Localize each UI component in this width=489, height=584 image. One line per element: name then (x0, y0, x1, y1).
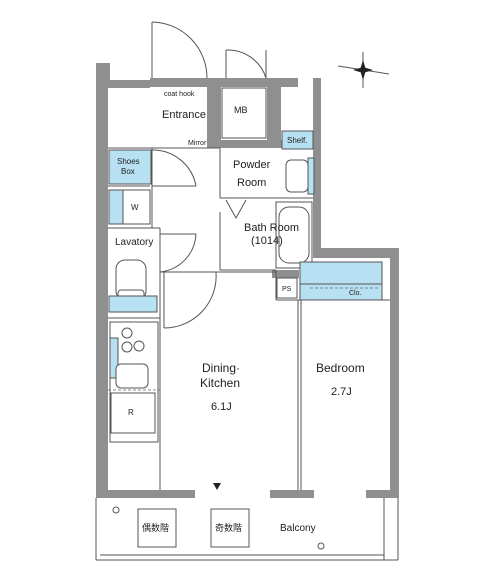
mirror-label: Mirror (188, 140, 207, 147)
washing-machine-area (108, 189, 151, 225)
shoes-box (108, 149, 152, 185)
ps-shaft (276, 277, 298, 299)
bathtub (275, 201, 313, 269)
mb-box (221, 87, 267, 139)
powder-room-label-line2: Room (237, 177, 266, 189)
closet (299, 261, 383, 301)
toilet (108, 259, 158, 313)
w-label: W (131, 203, 139, 212)
bath-room-label-line2: (1014) (251, 235, 283, 247)
dining-kitchen-label-line2: Kitchen (200, 376, 240, 390)
entrance-label: Entrance (162, 109, 206, 121)
powder-sink (285, 157, 315, 195)
lavatory-label: Lavatory (115, 237, 153, 248)
mb-label: MB (234, 105, 248, 115)
powder-room-label-line1: Powder (233, 159, 271, 171)
interior-doors (151, 149, 247, 329)
shoes-box-label-line2: Box (121, 167, 135, 176)
bath-room-label-line1: Bath Room (244, 222, 299, 234)
kitchen-counter (108, 321, 160, 443)
coat-hook-label: coat hook (164, 91, 195, 98)
dining-kitchen-size-label: 6.1J (211, 401, 232, 413)
labels: coat hook Entrance MB Mirror Shelf. Shoe… (115, 91, 365, 534)
entrance-doors (151, 21, 267, 79)
bedroom-size-label: 2.7J (331, 386, 352, 398)
dining-kitchen-label-line1: Dining· (202, 361, 240, 375)
shelf-label: Shelf. (287, 136, 307, 145)
closet-label: Clo. (349, 290, 362, 297)
shoes-box-label-line1: Shoes (117, 157, 140, 166)
odd-floor-label: 奇数階 (215, 522, 242, 533)
walls (96, 63, 399, 498)
north-compass-icon (337, 52, 390, 88)
balcony (95, 498, 399, 561)
shelf (281, 130, 314, 150)
entry-triangle-icon (213, 483, 221, 490)
bedroom-label: Bedroom (316, 361, 365, 375)
even-floor-label: 偶数階 (142, 522, 169, 533)
ps-label: PS (282, 286, 292, 293)
refrigerator-label: R (128, 408, 134, 417)
balcony-label: Balcony (280, 523, 316, 534)
